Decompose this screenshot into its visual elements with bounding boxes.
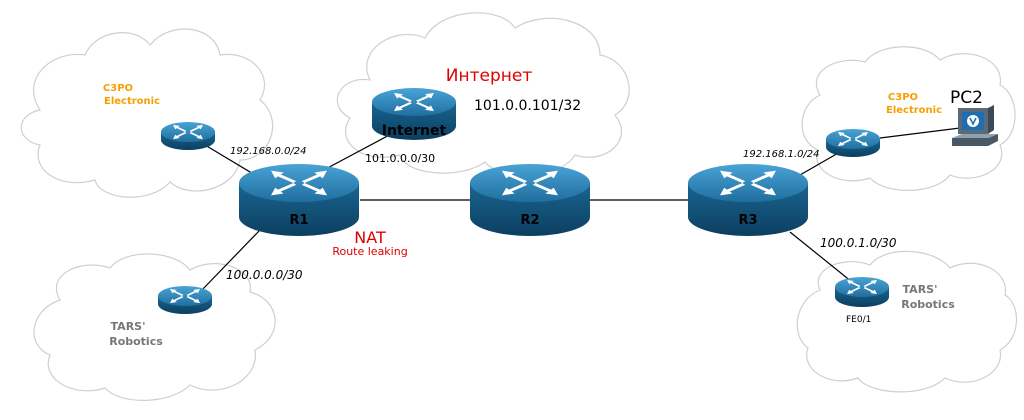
internet-title: Интернет (446, 66, 533, 86)
workstation-icon[interactable] (952, 105, 998, 146)
link-router-pc (879, 127, 961, 139)
router-top-left[interactable] (161, 122, 215, 150)
net-100-0-1: 100.0.1.0/30 (820, 236, 897, 250)
net-192-168-1: 192.168.1.0/24 (743, 149, 820, 160)
router-r2[interactable] (470, 164, 590, 236)
route-leaking-label: Route leaking (332, 245, 407, 258)
cloud-bottom-right (796, 250, 1018, 393)
router-r3-label: R3 (738, 213, 757, 228)
router-bottom-right[interactable] (835, 277, 889, 307)
cloud-top-right-line2: Electronic (886, 105, 942, 116)
pc-label: PC2 (950, 88, 983, 108)
router-internet-label: Internet (382, 123, 447, 139)
router-top-right[interactable] (826, 129, 880, 157)
link-r3-bottomright (789, 231, 853, 283)
link-r3-topright (799, 151, 841, 176)
nat-label: NAT (354, 228, 386, 247)
net-100-0-0: 100.0.0.0/30 (226, 268, 303, 282)
router-r1-label: R1 (289, 213, 308, 228)
fe-port-label: FE0/1 (846, 315, 871, 325)
cloud-bottom-right-line2: Robotics (901, 298, 955, 311)
link-r1-bottomleft (199, 229, 261, 293)
cloud-top-left (20, 28, 274, 198)
router-bottom-left[interactable] (158, 286, 212, 314)
internet-address: 101.0.0.101/32 (474, 98, 581, 114)
router-internet[interactable] (372, 88, 456, 140)
cloud-bottom-left-line2: Robotics (109, 335, 163, 348)
cloud-bottom-left-line1: TARS' (111, 320, 146, 333)
links (199, 127, 961, 293)
link-r1-internet (319, 131, 396, 173)
link-r1-topleft (204, 144, 256, 176)
cloud-top-left-line2: Electronic (104, 96, 160, 107)
net-101: 101.0.0.0/30 (365, 152, 435, 165)
cloud-bottom-left (33, 253, 276, 401)
router-r3[interactable] (688, 164, 808, 236)
cloud-bottom-right-line1: TARS' (903, 283, 938, 296)
cloud-top-right-line1: C3PO (888, 92, 918, 103)
net-192-168-0: 192.168.0.0/24 (230, 146, 307, 157)
router-r1[interactable] (239, 164, 359, 236)
cloud-top-left-line1: C3PO (103, 83, 133, 94)
router-r2-label: R2 (520, 213, 539, 228)
